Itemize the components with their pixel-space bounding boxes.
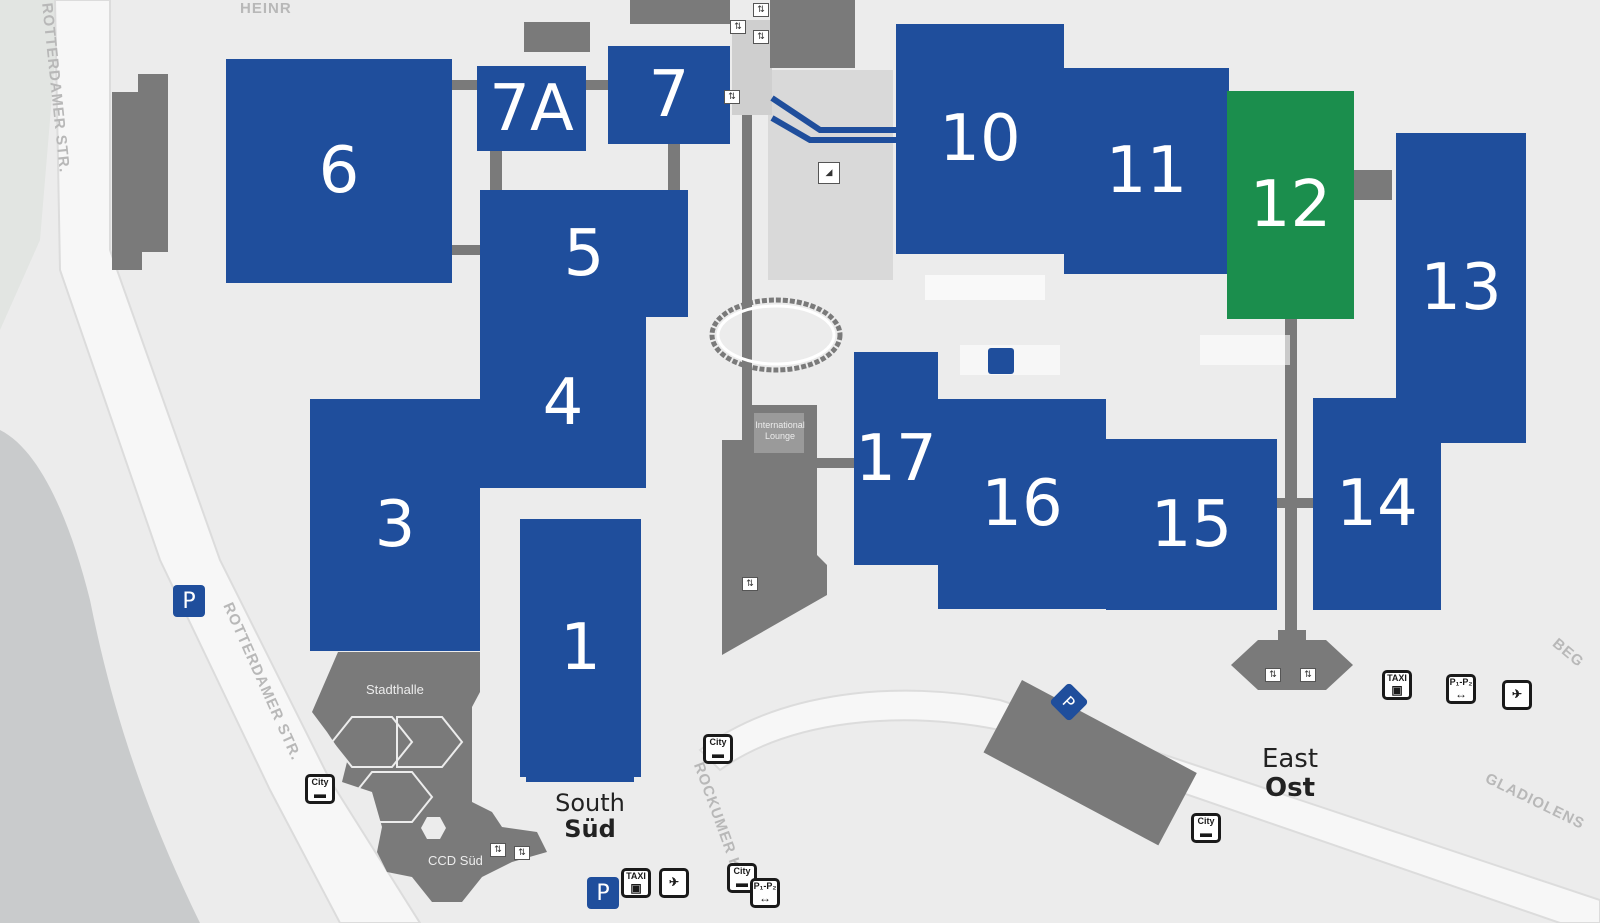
city-bus-label: City — [1197, 816, 1215, 826]
entrance-south-label: South Süd — [540, 790, 640, 843]
bus-glyph: ▬ — [1200, 826, 1212, 840]
city-bus-icon-west[interactable]: City▬ — [305, 774, 335, 804]
entrance-south-en: South — [555, 789, 625, 817]
elevator-icon: ⇅ — [753, 30, 769, 44]
hall-7a-label: 7A — [489, 71, 574, 146]
international-lounge-building[interactable] — [722, 405, 827, 660]
hall-3-label: 3 — [374, 488, 416, 562]
hall-13-label: 13 — [1420, 251, 1502, 325]
hall-12-label: 12 — [1249, 168, 1332, 242]
taxi-icon-south[interactable]: TAXI▣ — [621, 868, 651, 898]
ccd-ost-building[interactable] — [1228, 630, 1356, 700]
taxi-icon-east[interactable]: TAXI▣ — [1382, 670, 1412, 700]
hall-1-number: 1 — [560, 611, 601, 685]
arrows-glyph: ↔ — [759, 891, 771, 905]
hall-1-foot — [526, 770, 634, 782]
entrance-east-label: East Ost — [1240, 745, 1340, 802]
airport-bus-icon-south[interactable]: ✈ — [659, 868, 689, 898]
hall-6[interactable]: 6 — [226, 59, 452, 283]
hall-11[interactable]: 11 — [1064, 68, 1229, 274]
hall-10-label: 10 — [939, 102, 1021, 176]
taxi-label: TAXI — [626, 871, 646, 881]
hall-15-label: 15 — [1150, 487, 1233, 562]
hall-1[interactable]: 11 — [520, 519, 641, 777]
international-lounge-label: International Lounge — [755, 420, 805, 441]
taxi-label: TAXI — [1387, 673, 1407, 683]
hall-11-label: 11 — [1105, 134, 1188, 208]
airplane-glyph: ✈ — [668, 875, 680, 889]
lake-shape — [0, 430, 200, 923]
elevator-icon: ⇅ — [730, 20, 746, 34]
hall-5[interactable]: 5 — [480, 190, 688, 317]
ccd-ost-label: CCD Ost — [1266, 692, 1310, 704]
elevator-icon: ⇅ — [753, 3, 769, 17]
hall-17[interactable]: 17 — [854, 352, 938, 565]
hall-5-label: 5 — [563, 216, 605, 291]
airport-bus-icon-east[interactable]: ✈ — [1502, 680, 1532, 710]
elevator-icon: ⇅ — [1265, 668, 1281, 682]
hall-3[interactable]: 3 — [310, 399, 480, 651]
parking-icon-west[interactable]: P — [173, 585, 205, 617]
ccd-sud-complex[interactable] — [312, 652, 552, 907]
entrance-east-en: East — [1261, 744, 1319, 774]
building-left-strip-b — [138, 74, 168, 252]
car-glyph: ▣ — [630, 881, 642, 895]
shuttle-p1-p2-icon-east[interactable]: P₁-P₂↔ — [1446, 674, 1476, 704]
bus-glyph: ▬ — [712, 747, 724, 761]
hall-14[interactable]: 14 — [1313, 398, 1441, 610]
ccd-sud-label: CCD Süd — [428, 853, 483, 868]
escalator-icon: ◢ — [818, 162, 840, 184]
hall-16[interactable]: 16 — [938, 399, 1106, 609]
elevator-icon: ⇅ — [724, 90, 740, 104]
city-bus-label: City — [311, 777, 329, 787]
hall-13[interactable]: 13 — [1396, 133, 1526, 443]
city-bus-label: City — [709, 737, 727, 747]
building-left-strip-a — [112, 92, 142, 270]
street-heinr: HEINR — [240, 0, 292, 17]
city-bus-label: City — [733, 866, 751, 876]
car-glyph: ▣ — [1391, 683, 1403, 697]
elevator-icon: ⇅ — [742, 577, 758, 591]
hall-12-selected[interactable]: 12 — [1227, 91, 1354, 319]
bus-glyph: ▬ — [314, 787, 326, 801]
entrance-south-de: Süd — [564, 815, 616, 844]
entrance-east-de: Ost — [1264, 772, 1315, 803]
hall-4-label: 4 — [542, 365, 584, 440]
elevator-icon: ⇅ — [1300, 668, 1316, 682]
elevator-icon: ⇅ — [514, 846, 530, 860]
hall-15[interactable]: 15 — [1106, 439, 1277, 610]
elevator-icon: ⇅ — [490, 843, 506, 857]
hall-4[interactable]: 4 — [480, 317, 646, 488]
hall-17-label: 17 — [855, 421, 937, 496]
bus-glyph: ▬ — [736, 876, 748, 890]
shuttle-label: P₁-P₂ — [753, 881, 777, 891]
hall-14-label: 14 — [1336, 467, 1418, 541]
city-bus-icon-east[interactable]: City▬ — [1191, 813, 1221, 843]
hall-6-label: 6 — [318, 134, 360, 208]
hall-7a[interactable]: 7A — [477, 66, 586, 151]
hall-16-label: 16 — [981, 467, 1063, 541]
hall-7-label: 7 — [648, 58, 690, 132]
hall-10[interactable]: 10 — [896, 24, 1064, 254]
hall-7[interactable]: 7 — [608, 46, 730, 144]
parking-icon-south[interactable]: P — [587, 877, 619, 909]
stadthalle-label: Stadthalle — [366, 682, 424, 697]
shuttle-p1-p2-icon-south[interactable]: P₁-P₂↔ — [750, 878, 780, 908]
shuttle-label: P₁-P₂ — [1449, 677, 1473, 687]
arrows-glyph: ↔ — [1455, 687, 1467, 701]
city-bus-icon-south[interactable]: City▬ — [703, 734, 733, 764]
airplane-glyph: ✈ — [1511, 687, 1523, 701]
